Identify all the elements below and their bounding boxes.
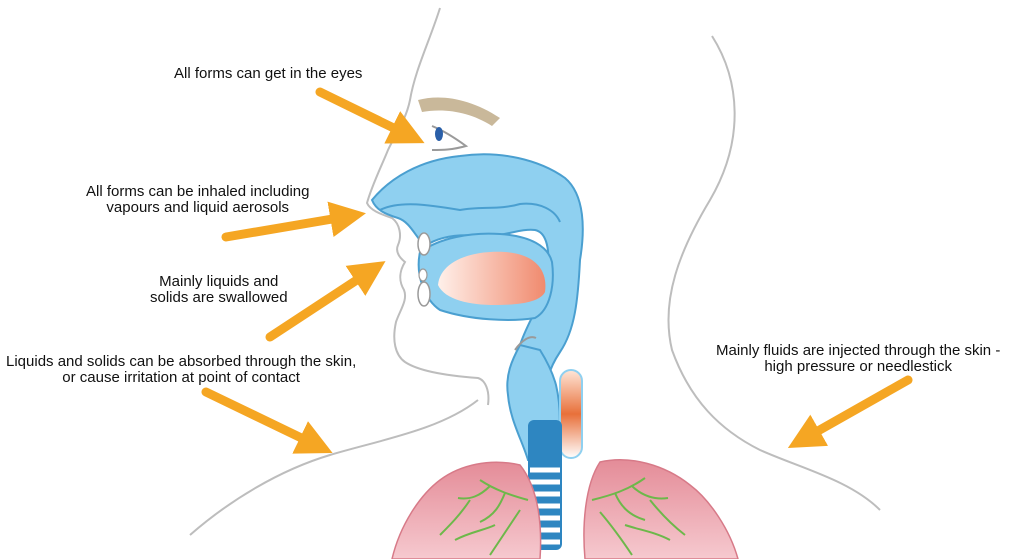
label-injected-line1: Mainly fluids are injected through the s… [716, 343, 1000, 359]
label-swallowed-line1: Mainly liquids and [150, 274, 288, 290]
label-eyes-line1: All forms can get in the eyes [174, 66, 362, 82]
arrow-injected [802, 380, 908, 440]
lower-tooth-2 [419, 269, 427, 281]
label-injected-line2: high pressure or needlestick [716, 359, 1000, 375]
label-skin-absorbed: Liquids and solids can be absorbed throu… [6, 354, 356, 386]
label-swallowed: Mainly liquids and solids are swallowed [150, 274, 288, 306]
arrow-eyes [320, 92, 410, 136]
left-lung [392, 462, 541, 559]
label-inhaled-line2: vapours and liquid aerosols [86, 200, 309, 216]
label-inhaled-line1: All forms can be inhaled including [86, 184, 309, 200]
eye-icon [435, 127, 443, 141]
label-injected: Mainly fluids are injected through the s… [716, 343, 1000, 375]
label-swallowed-line2: solids are swallowed [150, 290, 288, 306]
label-inhaled: All forms can be inhaled including vapou… [86, 184, 309, 216]
label-skin-absorbed-line1: Liquids and solids can be absorbed throu… [6, 354, 356, 370]
right-lung [584, 460, 738, 559]
label-skin-absorbed-line2: or cause irritation at point of contact [6, 370, 356, 386]
lower-tooth [418, 282, 430, 306]
neck-right-outline [668, 36, 880, 510]
upper-tooth [418, 233, 430, 255]
label-eyes: All forms can get in the eyes [174, 66, 362, 82]
arrow-skin-absorbed [206, 392, 318, 446]
eyebrow [418, 97, 500, 126]
arrow-inhaled [226, 216, 350, 237]
esophagus [560, 370, 582, 458]
